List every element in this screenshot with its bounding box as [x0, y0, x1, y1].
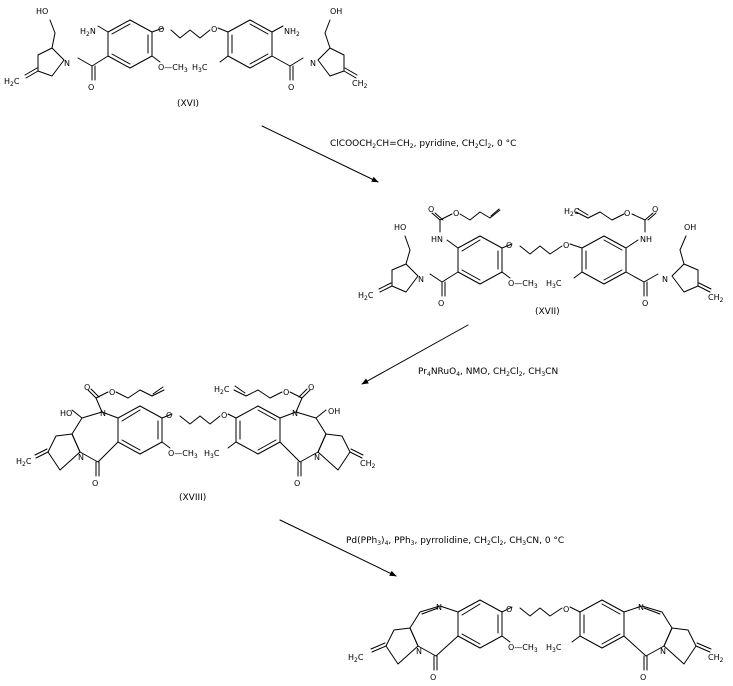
reagents-step-2: Pr4NRuO4, NMO, CH2Cl2, CH3CN	[418, 367, 558, 378]
hydroxyl-label: HO	[394, 223, 406, 232]
hydroxyl-label: OH	[684, 223, 696, 232]
carbonyl-oxygen-label: O	[88, 83, 94, 92]
methylene-label: H2C	[4, 77, 20, 88]
amine-label: H2N	[80, 27, 96, 38]
carbonyl-oxygen-label: O	[652, 205, 658, 214]
nitrogen-label: N	[64, 59, 70, 68]
nitrogen-label: N	[292, 409, 298, 418]
carbonyl-oxygen-label: O	[308, 383, 314, 392]
compound-label-xvi: (XVI)	[177, 99, 199, 109]
methoxy-label: H3C	[546, 643, 562, 654]
compound-label-xvii: (XVII)	[535, 307, 560, 317]
methylene-label: CH2	[708, 653, 724, 664]
nitrogen-label: N	[310, 59, 316, 68]
carbonyl-oxygen-label: O	[288, 83, 294, 92]
nitrogen-label: N	[662, 275, 668, 284]
compound-label-xviii: (XVIII)	[179, 493, 206, 503]
methoxy-label: O—CH3	[168, 449, 198, 460]
ether-oxygen-label: O	[211, 25, 217, 34]
carbonyl-oxygen-label: O	[640, 673, 646, 682]
ether-oxygen-label: O	[563, 241, 569, 250]
methylene-label: H2C	[16, 457, 32, 468]
ether-oxygen-label: O	[563, 605, 569, 614]
reaction-arrow	[261, 125, 379, 183]
ester-oxygen-label: O	[283, 388, 289, 397]
carbonyl-oxygen-label: O	[294, 479, 300, 488]
carbonyl-oxygen-label: O	[430, 673, 436, 682]
ether-oxygen-label: O	[221, 411, 227, 420]
hydroxyl-label: HO	[60, 409, 72, 418]
methoxy-label: O—CH3	[158, 63, 188, 74]
nitrogen-label: N	[416, 647, 422, 656]
ether-oxygen-label: O	[506, 605, 512, 614]
methoxy-label: H3C	[192, 63, 208, 74]
carbonyl-oxygen-label: O	[84, 383, 90, 392]
vinyl-label: H2C	[564, 207, 580, 218]
methylene-label: CH2	[708, 293, 724, 304]
compound-product: N N N N O O O—CH3 H3C O O H2C CH2	[348, 599, 724, 682]
ester-oxygen-label: O	[453, 209, 459, 218]
compound-xvi: HO OH H2N NH2 O O O—CH3 H3C N N O O H2C …	[4, 7, 368, 109]
nitrogen-label: N	[314, 453, 320, 462]
carbonyl-oxygen-label: O	[642, 299, 648, 308]
reagents-step-3: Pd(PPh3)4, PPh3, pyrrolidine, CH2Cl2, CH…	[346, 536, 564, 547]
nitrogen-label: N	[100, 409, 106, 418]
nitrogen-label: N	[660, 647, 666, 656]
imine-nitrogen-label: N	[436, 603, 442, 612]
ether-oxygen-label: O	[158, 25, 164, 34]
hydroxyl-label: HO	[36, 7, 48, 16]
hydroxyl-label: OH	[328, 407, 340, 416]
methoxy-label: H3C	[546, 279, 562, 290]
methylene-label: CH2	[360, 459, 376, 470]
compound-xviii: HO OH N N N N O O O O H2C O O O—CH3 H3C …	[16, 383, 376, 503]
reaction-arrow	[361, 324, 469, 385]
methylene-label: CH2	[352, 79, 368, 90]
hydroxyl-label: OH	[330, 7, 342, 16]
carbamate-nh-label: NH	[640, 235, 652, 244]
compound-xvii: HO OH HN NH O O O O H2C O O O—CH3 H3C N …	[358, 205, 724, 317]
methylene-label: H2C	[358, 291, 374, 302]
carbamate-nh-label: HN	[431, 235, 443, 244]
reaction-arrow	[279, 519, 397, 577]
ether-oxygen-label: O	[166, 411, 172, 420]
carbonyl-oxygen-label: O	[92, 479, 98, 488]
vinyl-label: H2C	[214, 385, 230, 396]
nitrogen-label: N	[418, 275, 424, 284]
methylene-label: H2C	[348, 653, 364, 664]
reagents-step-1: ClCOOCH2CH=CH2, pyridine, CH2Cl2, 0 °C	[330, 139, 516, 150]
nitrogen-label: N	[78, 453, 84, 462]
ether-oxygen-label: O	[506, 241, 512, 250]
methoxy-label: H3C	[204, 449, 220, 460]
carbonyl-oxygen-label: O	[428, 205, 434, 214]
ester-oxygen-label: O	[624, 209, 630, 218]
methoxy-label: O—CH3	[508, 279, 538, 290]
amine-label: NH2	[284, 27, 300, 38]
imine-nitrogen-label: N	[638, 603, 644, 612]
methoxy-label: O—CH3	[508, 643, 538, 654]
ester-oxygen-label: O	[109, 388, 115, 397]
carbonyl-oxygen-label: O	[438, 299, 444, 308]
